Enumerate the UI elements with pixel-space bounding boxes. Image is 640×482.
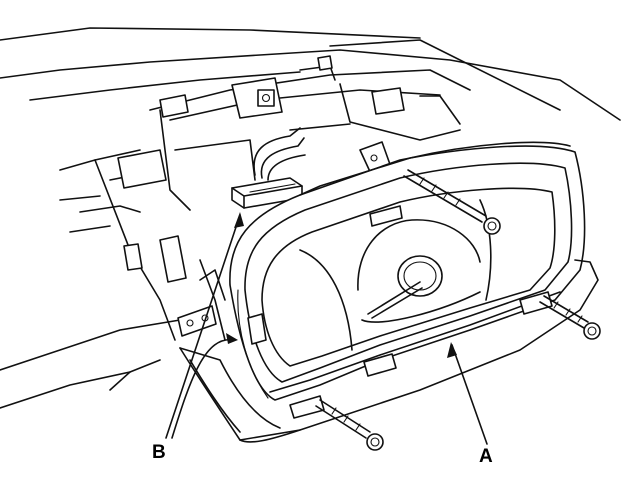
screw-right <box>539 295 601 340</box>
leader-line-a <box>447 342 488 445</box>
dashboard-top-panel <box>0 27 621 121</box>
lower-dash-pad <box>179 259 599 443</box>
leader-line-b <box>165 212 244 439</box>
callout-label-a: A <box>479 446 493 467</box>
dash-cavity-bracket <box>109 55 471 211</box>
left-dash-trim <box>0 149 226 409</box>
callout-label-b: B <box>152 442 166 463</box>
screw-upper <box>403 169 501 235</box>
screw-lower <box>315 399 384 451</box>
wiring-harness <box>253 127 306 181</box>
speedometer-dial <box>357 219 481 323</box>
